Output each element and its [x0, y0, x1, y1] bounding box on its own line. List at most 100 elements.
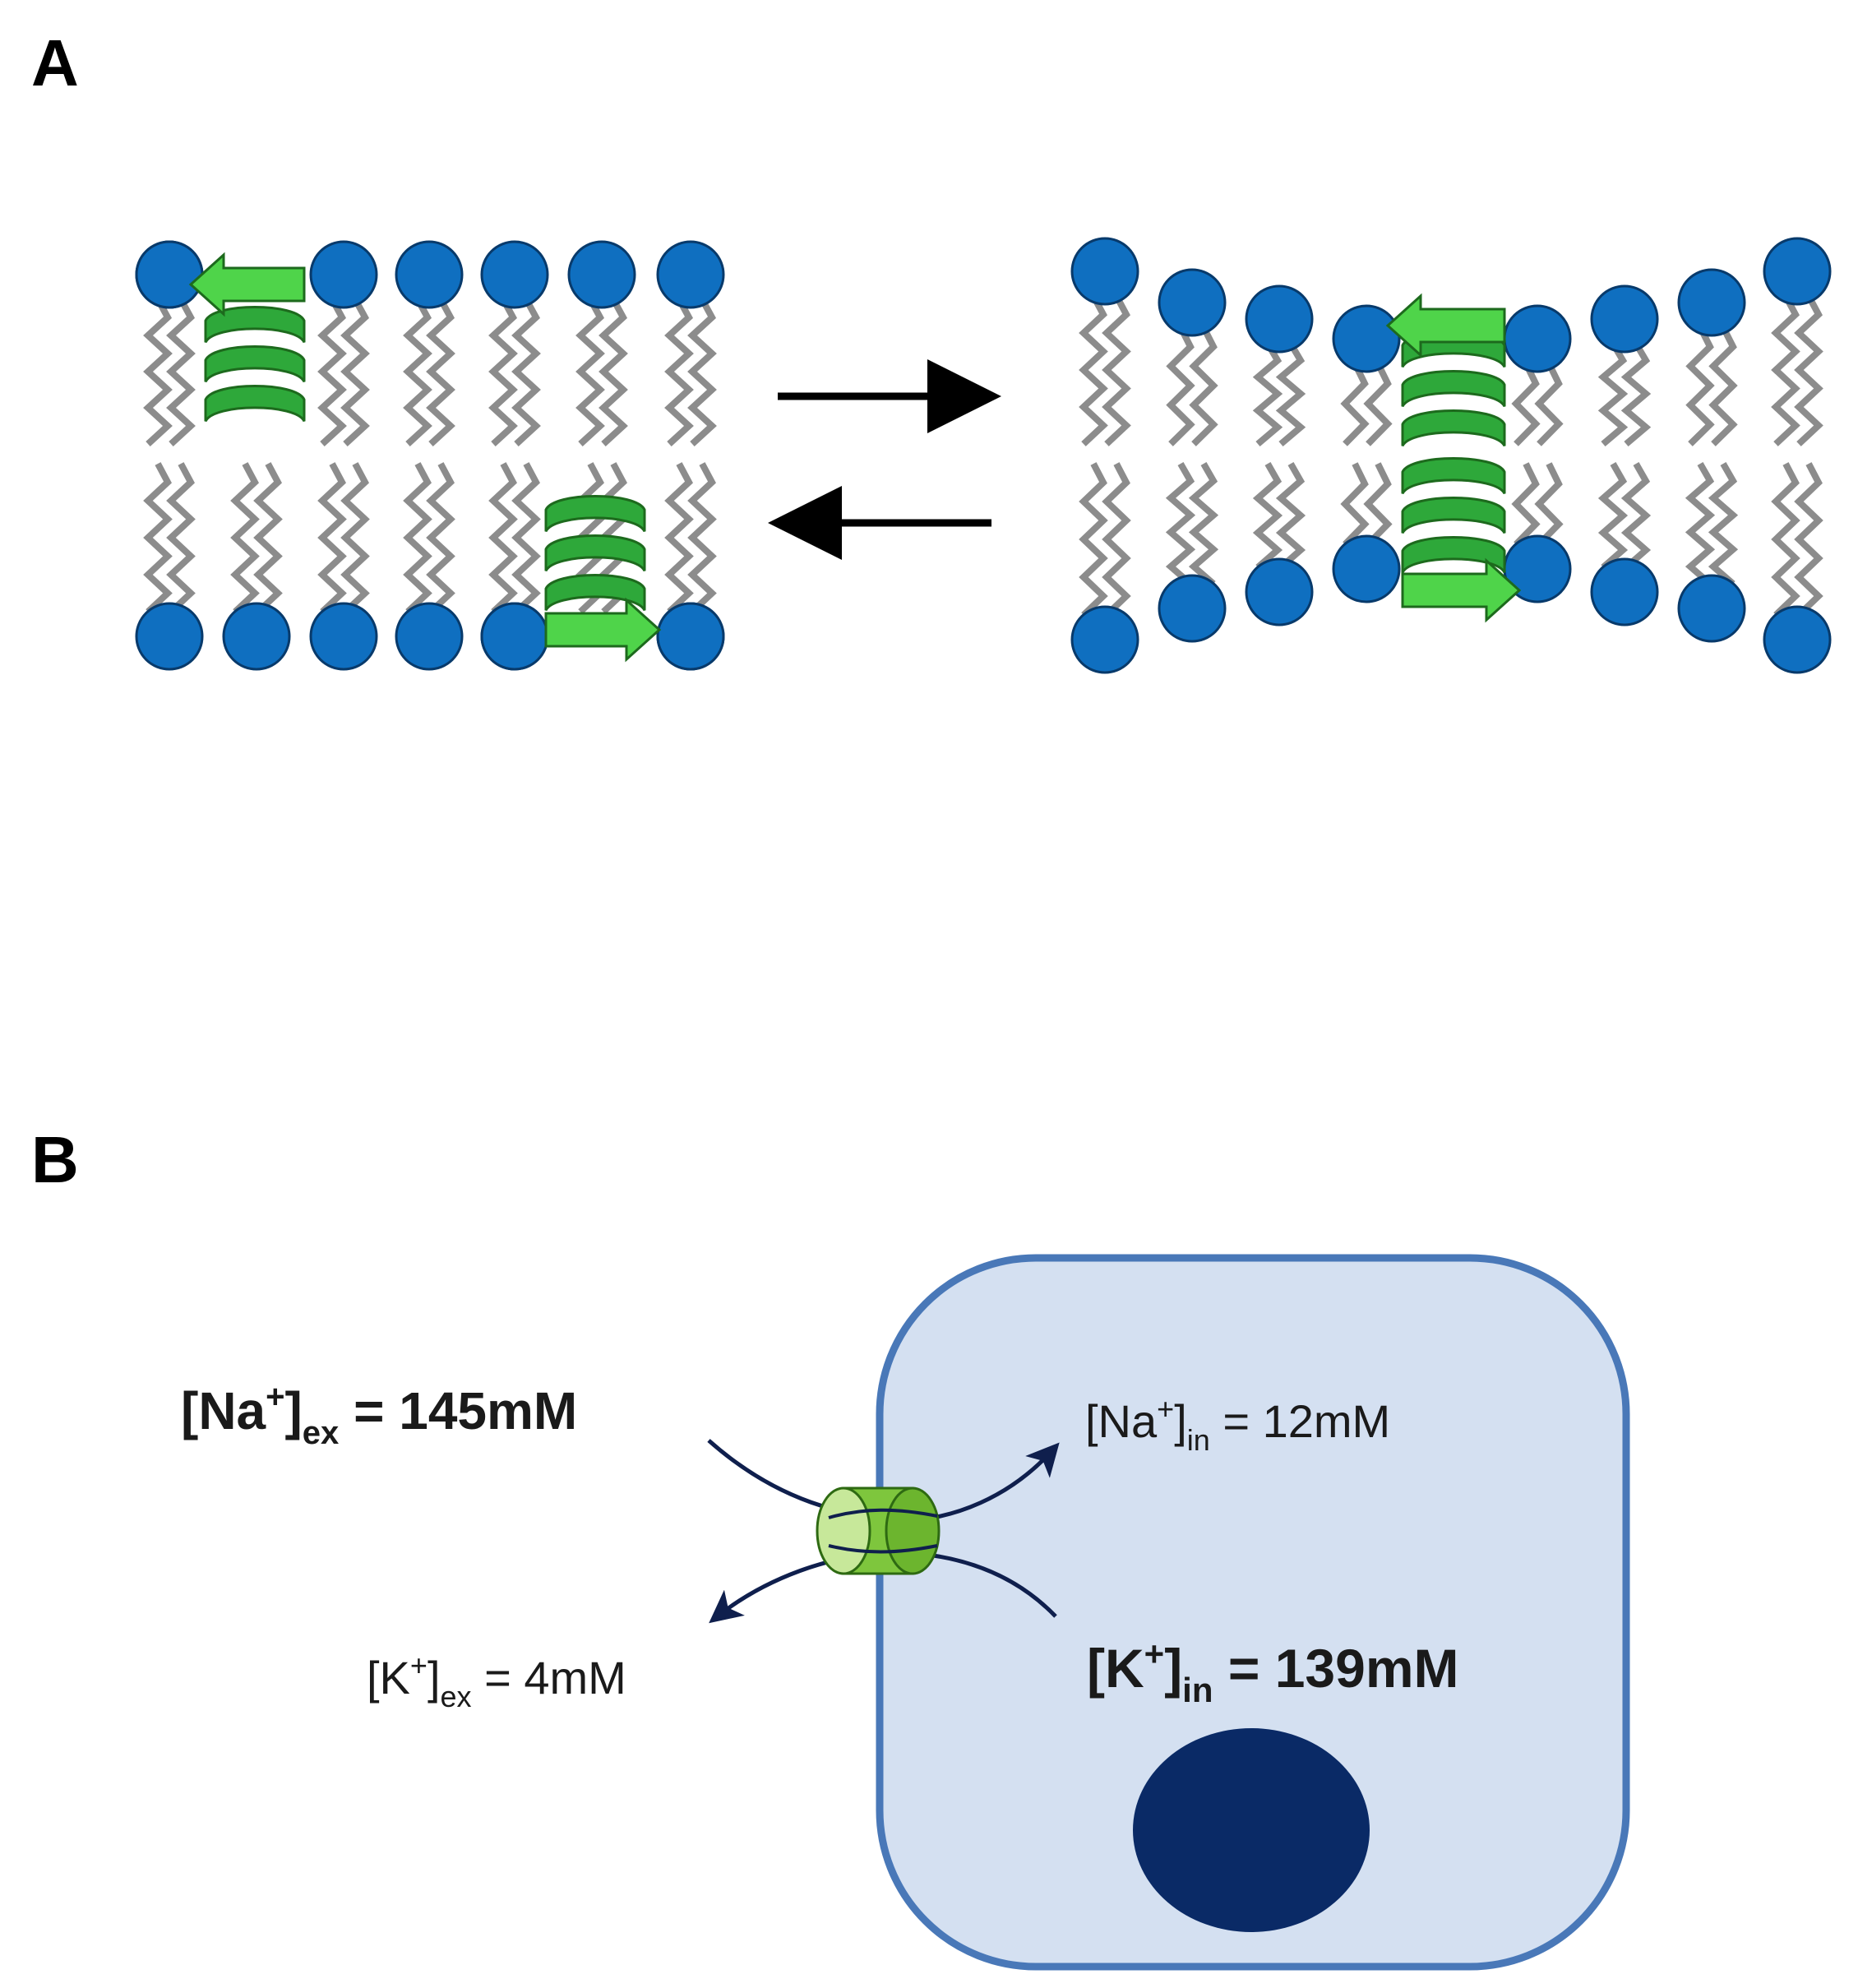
ion-channel — [816, 1486, 941, 1575]
lipid-head-lower — [135, 602, 204, 671]
upper-lipid-tail — [1511, 362, 1541, 446]
lipid-head-upper — [567, 240, 636, 309]
lower-lipid-tail — [317, 462, 347, 614]
upper-lipid-tail — [1275, 341, 1306, 447]
upper-lipid-tail — [340, 298, 370, 446]
lipid-head-upper — [1763, 237, 1832, 306]
upper-lipid-tail — [1166, 326, 1195, 446]
cell-body — [876, 1254, 1630, 1971]
helix-turn — [544, 574, 646, 612]
lower-lipid-tail — [1511, 462, 1541, 547]
lower-lipid-tail — [1685, 462, 1716, 587]
lipid-head-lower — [1245, 557, 1314, 626]
lipid-head-upper — [1070, 237, 1139, 306]
lipid-head-lower — [1590, 557, 1659, 626]
upper-lipid-tail — [1620, 341, 1652, 447]
helix-arrow-end — [1385, 293, 1506, 358]
lipid-head-lower — [1158, 574, 1227, 643]
peptide-helix-surface-bottom — [544, 495, 662, 663]
lower-lipid-tail — [403, 462, 432, 614]
lower-lipid-tail — [1620, 462, 1652, 571]
lipid-head-upper — [1590, 284, 1659, 354]
lower-lipid-tail — [1188, 462, 1219, 587]
upper-lipid-tail — [1771, 294, 1800, 446]
lipid-head-lower — [222, 602, 291, 671]
upper-lipid-tail — [1340, 362, 1370, 446]
na-extracellular-label: [Na+]ex = 145mM — [181, 1379, 577, 1451]
peptide-helix-inserted-top — [1385, 293, 1506, 447]
lower-lipid-tail — [687, 462, 717, 614]
lower-lipid-tail — [1275, 462, 1306, 571]
lower-lipid-tail — [166, 462, 196, 614]
helix-arrow-end — [1401, 557, 1522, 623]
upper-lipid-tail — [511, 298, 541, 446]
upper-lipid-tail — [687, 298, 717, 446]
lower-lipid-tail — [143, 462, 173, 614]
lower-lipid-tail — [1363, 462, 1393, 547]
helix-turn — [1401, 370, 1506, 408]
upper-lipid-tail — [1794, 294, 1823, 446]
lipid-head-upper — [135, 240, 204, 309]
lower-lipid-tail — [664, 462, 694, 614]
k-intracellular-label: [K+]in = 139mM — [1087, 1634, 1459, 1709]
lower-lipid-tail — [253, 462, 283, 614]
upper-lipid-tail — [426, 298, 455, 446]
na-intracellular-label: [Na+]in = 12mM — [1085, 1392, 1390, 1457]
lipid-head-upper — [480, 240, 549, 309]
helix-turn — [1401, 536, 1506, 574]
upper-lipid-tail — [1363, 362, 1393, 446]
upper-lipid-tail — [403, 298, 432, 446]
upper-lipid-tail — [488, 298, 518, 446]
lower-lipid-tail — [1534, 462, 1564, 547]
lower-lipid-tail — [1252, 462, 1283, 571]
lipid-head-lower — [656, 602, 725, 671]
lipid-head-upper — [1677, 268, 1746, 337]
helix-turn — [544, 495, 646, 533]
lower-lipid-tail — [1794, 462, 1823, 617]
lipid-head-lower — [1070, 605, 1139, 674]
helix-turn — [1401, 457, 1506, 495]
upper-lipid-tail — [1079, 294, 1108, 446]
lipid-head-upper — [1503, 304, 1572, 373]
lower-lipid-tail — [340, 462, 370, 614]
lower-lipid-tail — [1597, 462, 1629, 571]
lipid-head-upper — [309, 240, 378, 309]
upper-lipid-tail — [166, 298, 196, 446]
lower-lipid-tail — [1340, 462, 1370, 547]
lower-lipid-tail — [1708, 462, 1739, 587]
lipid-head-upper — [656, 240, 725, 309]
lower-lipid-tail — [426, 462, 455, 614]
helix-turn — [1401, 409, 1506, 447]
upper-lipid-tail — [1252, 341, 1283, 447]
lipid-bilayer-inserted-state — [1070, 237, 1832, 674]
lower-lipid-tail — [1165, 462, 1196, 587]
lower-lipid-tail — [488, 462, 518, 614]
peptide-helix-inserted-bottom — [1401, 457, 1522, 623]
helix-turn — [204, 306, 306, 344]
upper-lipid-tail — [143, 298, 173, 446]
helix-arrow-end — [544, 597, 662, 663]
upper-lipid-tail — [664, 298, 694, 446]
lipid-head-lower — [309, 602, 378, 671]
panel-a-label: A — [31, 26, 79, 99]
lipid-head-lower — [395, 602, 464, 671]
lipid-head-upper — [395, 240, 464, 309]
upper-lipid-tail — [575, 298, 605, 446]
upper-lipid-tail — [1534, 362, 1564, 446]
helix-turn — [204, 345, 306, 383]
lower-lipid-tail — [1771, 462, 1800, 617]
lower-lipid-tail — [230, 462, 260, 614]
lipid-head-upper — [1245, 284, 1314, 354]
upper-lipid-tail — [599, 298, 628, 446]
lower-lipid-tail — [511, 462, 541, 614]
lipid-head-lower — [1763, 605, 1832, 674]
upper-lipid-tail — [1189, 326, 1218, 446]
helix-turn — [544, 534, 646, 572]
lipid-head-upper — [1158, 268, 1227, 337]
helix-turn — [204, 385, 306, 423]
cell-nucleus — [1133, 1728, 1370, 1932]
upper-lipid-tail — [317, 298, 347, 446]
panel-b-label: B — [31, 1123, 79, 1196]
lipid-head-lower — [1677, 574, 1746, 643]
